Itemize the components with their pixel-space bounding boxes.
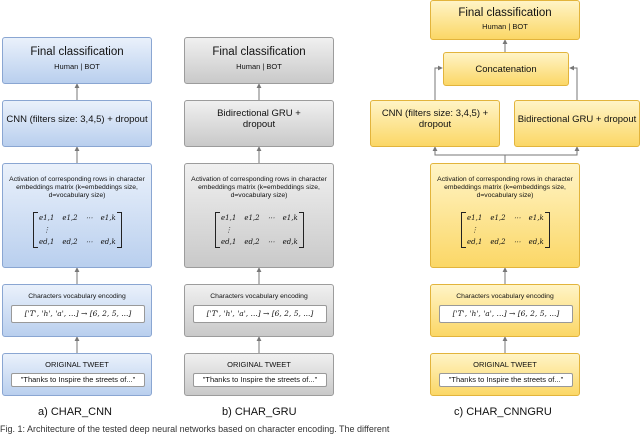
- encoding-formula: ['T', 'h', 'a', ...] → [6, 2, 5, ...]: [439, 305, 573, 323]
- cnn-layer-box: CNN (filters size: 3,4,5) + dropout: [370, 100, 500, 147]
- original-tweet-title: ORIGINAL TWEET: [45, 360, 109, 369]
- cnn-layer-label: CNN (filters size: 3,4,5) + dropout: [6, 114, 148, 125]
- original-tweet-box: ORIGINAL TWEET "Thanks to Inspire the st…: [430, 353, 580, 396]
- vocabulary-encoding-box: Characters vocabulary encoding ['T', 'h'…: [2, 284, 152, 337]
- vocabulary-encoding-box: Characters vocabulary encoding ['T', 'h'…: [430, 284, 580, 337]
- activation-text: Activation of corresponding rows in char…: [191, 176, 327, 200]
- final-subtitle: Human | BOT: [482, 22, 528, 31]
- final-title: Final classification: [30, 46, 124, 58]
- gru-layer-box: Bidirectional GRU + dropout: [514, 100, 640, 147]
- activation-text: Activation of corresponding rows in char…: [9, 176, 145, 200]
- embedding-activation-box: Activation of corresponding rows in char…: [430, 163, 580, 268]
- encoding-title: Characters vocabulary encoding: [210, 293, 308, 300]
- panel-c-label: c) CHAR_CNNGRU: [454, 406, 552, 418]
- gru-layer-box: Bidirectional GRU + dropout: [184, 100, 334, 147]
- cnn-layer-label: CNN (filters size: 3,4,5) + dropout: [381, 108, 489, 130]
- original-tweet-box: ORIGINAL TWEET "Thanks to Inspire the st…: [184, 353, 334, 396]
- tweet-text: "Thanks to Inspire the streets of...": [439, 373, 573, 387]
- gru-layer-label: Bidirectional GRU + dropout: [517, 114, 637, 125]
- figure-caption: Fig. 1: Architecture of the tested deep …: [0, 424, 390, 434]
- final-subtitle: Human | BOT: [236, 62, 282, 71]
- gru-layer-label: Bidirectional GRU + dropout: [217, 108, 301, 130]
- final-subtitle: Human | BOT: [54, 62, 100, 71]
- final-classification-box: Final classification Human | BOT: [430, 0, 580, 40]
- original-tweet-title: ORIGINAL TWEET: [227, 360, 291, 369]
- encoding-title: Characters vocabulary encoding: [456, 293, 554, 300]
- final-title: Final classification: [458, 7, 552, 19]
- original-tweet-title: ORIGINAL TWEET: [473, 360, 537, 369]
- embedding-activation-box: Activation of corresponding rows in char…: [2, 163, 152, 268]
- final-classification-box: Final classification Human | BOT: [2, 37, 152, 84]
- concatenation-label: Concatenation: [475, 64, 537, 75]
- encoding-formula: ['T', 'h', 'a', ...] → [6, 2, 5, ...]: [11, 305, 145, 323]
- final-title: Final classification: [212, 46, 306, 58]
- embedding-activation-box: Activation of corresponding rows in char…: [184, 163, 334, 268]
- encoding-title: Characters vocabulary encoding: [28, 293, 126, 300]
- cnn-layer-box: CNN (filters size: 3,4,5) + dropout: [2, 100, 152, 147]
- vocabulary-encoding-box: Characters vocabulary encoding ['T', 'h'…: [184, 284, 334, 337]
- original-tweet-box: ORIGINAL TWEET "Thanks to Inspire the st…: [2, 353, 152, 396]
- encoding-formula: ['T', 'h', 'a', ...] → [6, 2, 5, ...]: [193, 305, 327, 323]
- concatenation-box: Concatenation: [443, 52, 569, 86]
- activation-text: Activation of corresponding rows in char…: [437, 176, 573, 200]
- tweet-text: "Thanks to Inspire the streets of...": [193, 373, 327, 387]
- panel-a-label: a) CHAR_CNN: [38, 406, 112, 418]
- final-classification-box: Final classification Human | BOT: [184, 37, 334, 84]
- panel-b-label: b) CHAR_GRU: [222, 406, 297, 418]
- tweet-text: "Thanks to Inspire the streets of...": [11, 373, 145, 387]
